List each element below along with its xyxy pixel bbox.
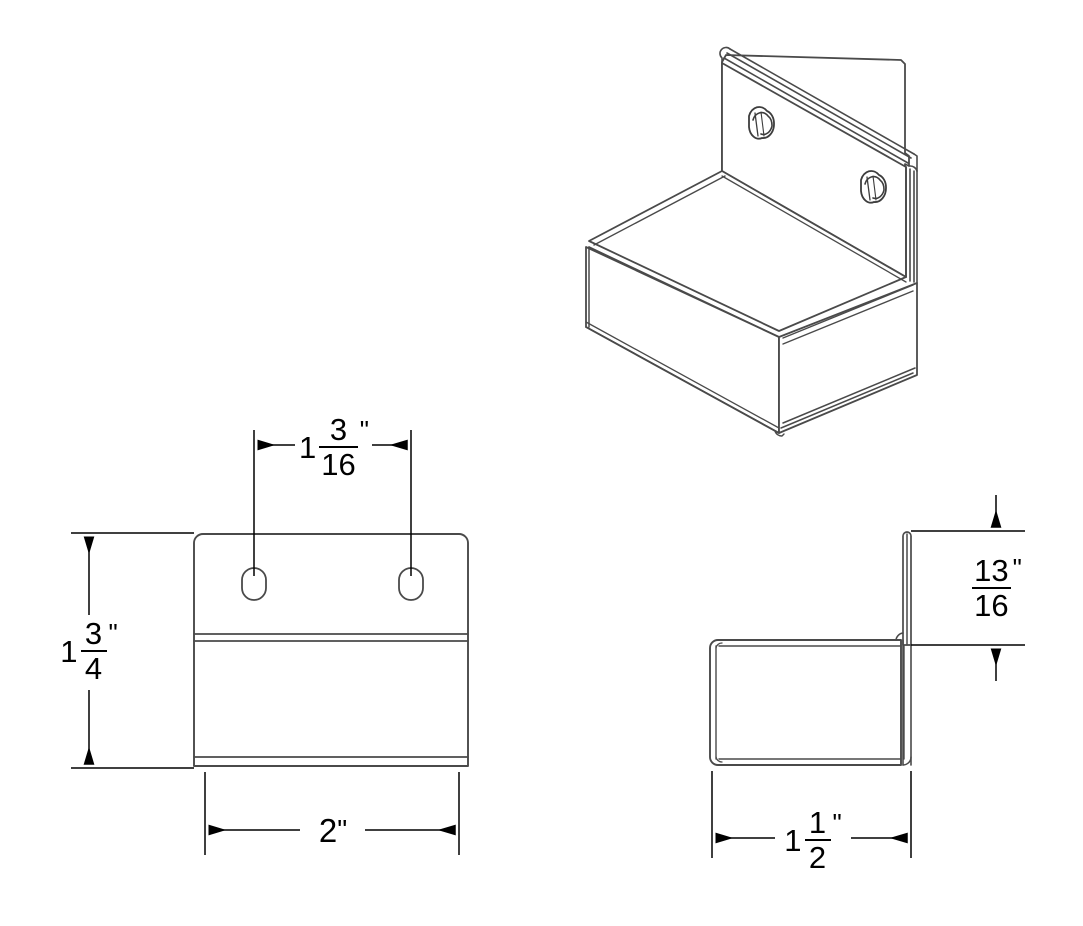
side-view-channel-outline (709, 639, 902, 766)
overall-height-fraction: 3 4 (80, 616, 107, 686)
dimension-flange-height-label: 13 16 " (957, 553, 1037, 623)
front-view-slot-right (398, 567, 424, 601)
overall-height-denominator: 4 (84, 651, 103, 686)
dimension-overall-height (71, 532, 194, 769)
isometric-view (585, 46, 918, 437)
hole-spacing-fraction: 3 16 (319, 412, 358, 482)
overall-width-value: 2 (318, 811, 338, 849)
flange-height-fraction-bar (972, 587, 1011, 589)
side-view-channel-inner (715, 645, 905, 760)
flange-height-unit: " (1012, 553, 1022, 583)
iso-bottom-lip-edge-2 (782, 367, 916, 424)
iso-front-bottom-edge (585, 326, 780, 434)
iso-bottom-lip-edge-1 (780, 372, 914, 429)
side-view-bottom-right-corner (902, 756, 912, 766)
hole-spacing-unit: " (359, 415, 369, 445)
dimension-overall-height-label: 1 3 4 " (50, 618, 128, 684)
dimension-hole-spacing-label: 1 3 16 " (296, 412, 372, 482)
iso-bottom-lip-inner-1 (782, 284, 914, 339)
overall-depth-unit: " (832, 808, 842, 838)
iso-upright-top-cap-right (913, 153, 918, 172)
iso-upright-top-edge (723, 57, 909, 164)
iso-mounting-hole-1 (748, 106, 775, 140)
flange-height-denominator: 16 (974, 588, 1009, 623)
flange-height-numerator: 13 (974, 553, 1009, 588)
iso-shelf-bend-line (593, 175, 726, 246)
iso-shelf-back-edge (721, 175, 907, 283)
hole-spacing-whole: 1 (299, 429, 317, 465)
front-view-slot-left (241, 567, 267, 601)
hole-spacing-numerator: 3 (329, 412, 348, 447)
side-view-right-wall (902, 639, 912, 766)
overall-height-fraction-bar (80, 650, 107, 652)
overall-height-unit: " (108, 618, 118, 648)
iso-shelf-top (588, 170, 907, 332)
dimension-flange-height (911, 495, 1025, 681)
dimension-hole-spacing (253, 430, 412, 576)
iso-upright-top-edge-3 (729, 48, 915, 155)
iso-upright-top-cap-left (719, 46, 731, 64)
iso-bottom-lip-inner-2 (782, 290, 914, 345)
overall-depth-fraction-bar (804, 839, 831, 841)
front-view (193, 533, 469, 767)
side-view-inner-corner-bl (715, 756, 723, 763)
dimension-overall-width-label: 2" (303, 808, 363, 852)
side-view-inner-corner-tl (715, 642, 723, 649)
side-view (709, 531, 912, 766)
overall-depth-fraction: 1 2 (804, 805, 831, 875)
iso-front-bottom-edge-2 (585, 321, 780, 429)
overall-height-whole: 1 (60, 633, 78, 669)
dimension-overall-width (204, 772, 460, 855)
overall-depth-whole: 1 (784, 822, 802, 858)
overall-depth-denominator: 2 (808, 840, 827, 875)
iso-upright-top-edge-2 (726, 52, 912, 159)
front-view-outline (193, 533, 469, 767)
side-view-bend-radius (895, 632, 904, 641)
iso-mounting-hole-2 (860, 170, 887, 204)
overall-width-unit: " (337, 814, 348, 845)
hole-spacing-fraction-bar (319, 446, 358, 448)
overall-height-numerator: 3 (84, 616, 103, 651)
iso-bottom-lip (778, 282, 918, 434)
dimension-overall-depth (711, 771, 912, 858)
iso-upright-right-corner (909, 165, 918, 172)
flange-height-fraction: 13 16 (972, 553, 1011, 623)
overall-depth-numerator: 1 (808, 805, 827, 840)
dimension-overall-depth-label: 1 1 2 " (776, 805, 850, 875)
hole-spacing-denominator: 16 (321, 447, 356, 482)
